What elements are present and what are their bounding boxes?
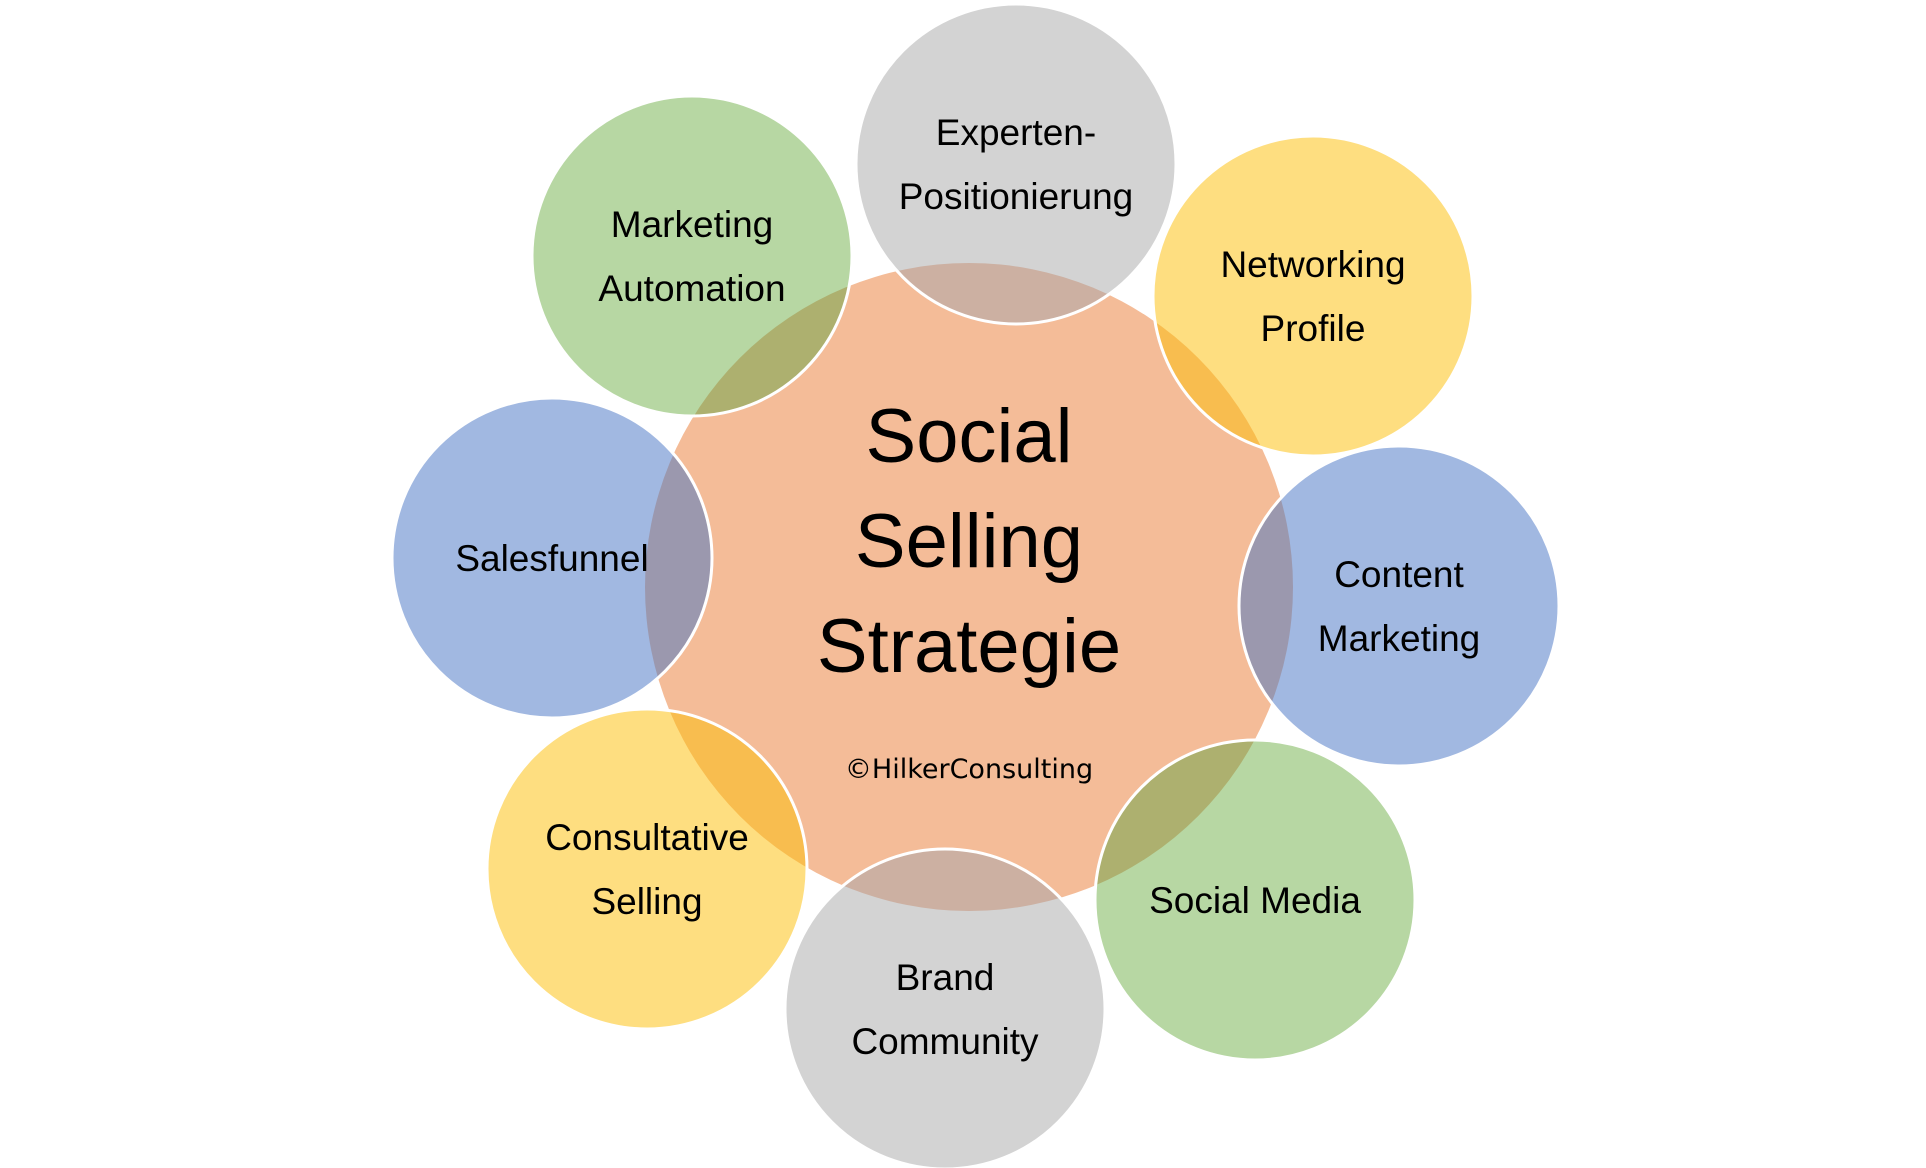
node-label: Brand — [896, 957, 995, 998]
node-circle — [1153, 136, 1473, 456]
node-label: Community — [851, 1021, 1039, 1062]
node-outline — [783, 847, 1107, 1168]
node-circle — [785, 849, 1105, 1168]
node-networking — [1151, 134, 1475, 458]
node-outline — [1237, 444, 1561, 768]
node-brand — [783, 847, 1107, 1168]
node-outline — [1093, 738, 1417, 1062]
node-circle — [392, 398, 712, 718]
node-circle — [1239, 446, 1559, 766]
node-label: Marketing — [1318, 618, 1480, 659]
node-circle — [856, 4, 1176, 324]
node-label: Networking — [1220, 244, 1405, 285]
center-label: Social Selling Strategie ©HilkerConsulti… — [817, 394, 1121, 785]
copyright-text: ©HilkerConsulting — [845, 754, 1093, 785]
node-label: Experten- — [936, 112, 1096, 153]
node-overlap — [645, 263, 852, 416]
node-outline — [390, 396, 714, 720]
node-outline — [530, 94, 854, 418]
node-outline — [485, 707, 809, 1031]
center-circle — [645, 263, 1293, 911]
node-label: Selling — [591, 881, 702, 922]
node-salesfunnel — [390, 396, 714, 720]
node-label: Profile — [1261, 308, 1366, 349]
node-label: Marketing — [611, 204, 773, 245]
node-label: Salesfunnel — [455, 538, 648, 579]
node-marketing-automation — [530, 94, 854, 418]
node-outline — [854, 2, 1178, 326]
node-social-media — [1093, 738, 1417, 1062]
center-title-line: Strategie — [817, 604, 1121, 689]
center-title-line: Social — [866, 394, 1073, 479]
center-title-line: Selling — [855, 499, 1083, 584]
node-label: Content — [1334, 554, 1464, 595]
node-experten — [854, 2, 1178, 326]
node-label: Consultative — [545, 817, 749, 858]
node-outline — [1151, 134, 1475, 458]
node-content — [1237, 444, 1561, 768]
node-label: Positionierung — [899, 176, 1133, 217]
node-label: Social Media — [1149, 880, 1361, 921]
node-consultative — [485, 707, 809, 1031]
node-label: Automation — [598, 268, 785, 309]
